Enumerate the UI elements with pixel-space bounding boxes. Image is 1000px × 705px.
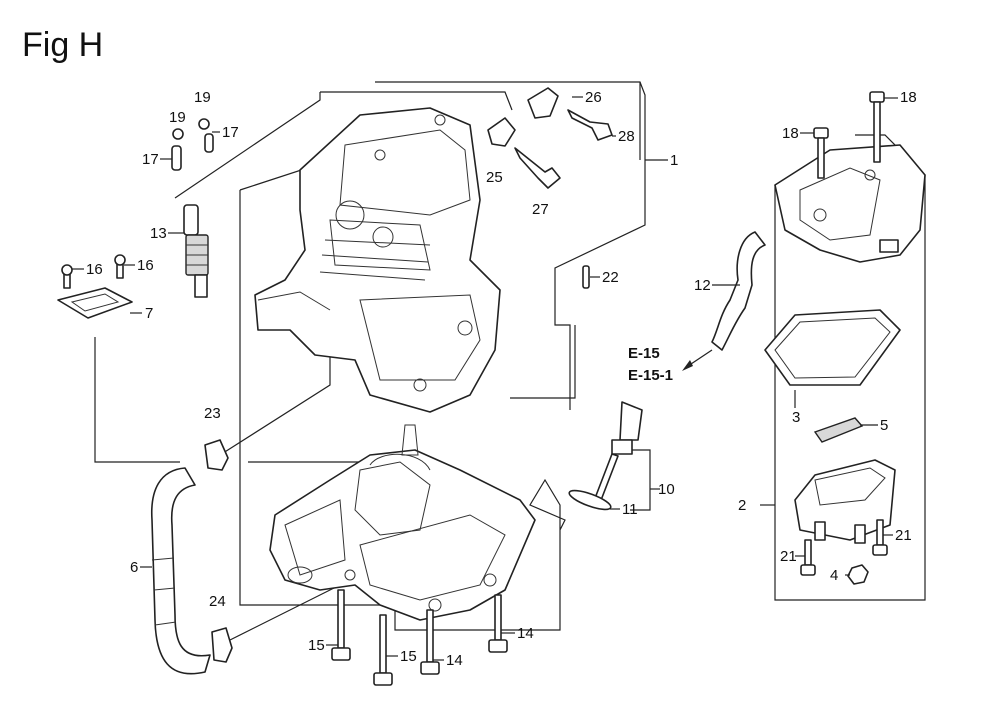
callout-18a: 18 bbox=[782, 125, 799, 142]
callout-25: 25 bbox=[486, 169, 503, 186]
callout-13: 13 bbox=[150, 225, 167, 242]
crankcase-lower bbox=[269, 424, 536, 621]
clamp-part-24 bbox=[211, 627, 233, 663]
spark-plug-part-13 bbox=[183, 204, 209, 298]
callout-4: 4 bbox=[830, 567, 838, 584]
callout-15a: 15 bbox=[308, 637, 325, 654]
callout-17a: 17 bbox=[142, 151, 159, 168]
reference-e15: E-15 bbox=[628, 345, 660, 362]
callout-14b: 14 bbox=[446, 652, 463, 669]
callout-18b: 18 bbox=[900, 89, 917, 106]
callout-16a: 16 bbox=[86, 261, 103, 278]
callout-14a: 14 bbox=[517, 625, 534, 642]
callout-19b: 19 bbox=[194, 89, 211, 106]
callout-6: 6 bbox=[130, 559, 138, 576]
callout-26: 26 bbox=[585, 89, 602, 106]
element-part-5 bbox=[813, 417, 864, 443]
figure-title: Fig H bbox=[22, 26, 103, 64]
callout-17b: 17 bbox=[222, 124, 239, 141]
callout-27: 27 bbox=[532, 201, 549, 218]
callout-3: 3 bbox=[792, 409, 800, 426]
bolts-14-15 bbox=[331, 589, 508, 686]
rocker-parts-25-28 bbox=[487, 87, 613, 189]
head-cover bbox=[774, 144, 926, 263]
callout-16b: 16 bbox=[137, 257, 154, 274]
pin-part-22 bbox=[582, 265, 590, 289]
callout-labels: 1 2 3 4 5 6 7 10 11 12 13 14 14 15 15 16… bbox=[86, 89, 917, 669]
callout-23: 23 bbox=[204, 405, 221, 422]
hose-part-6 bbox=[150, 467, 211, 675]
case-part-2 bbox=[794, 459, 896, 544]
bolts-part-18 bbox=[813, 91, 885, 179]
gasket-part-3 bbox=[764, 309, 901, 386]
callout-22: 22 bbox=[602, 269, 619, 286]
hose-part-12 bbox=[711, 231, 766, 351]
callout-15b: 15 bbox=[400, 648, 417, 665]
callout-19a: 19 bbox=[169, 109, 186, 126]
callout-5: 5 bbox=[880, 417, 888, 434]
cylinder-block-part-1 bbox=[254, 107, 501, 413]
clamp-part-23 bbox=[204, 439, 229, 471]
callout-24: 24 bbox=[209, 593, 226, 610]
callout-ticks bbox=[72, 96, 898, 661]
callout-1: 1 bbox=[670, 152, 678, 169]
callout-11: 11 bbox=[622, 501, 638, 518]
callout-21b: 21 bbox=[895, 527, 912, 544]
callout-7: 7 bbox=[145, 305, 153, 322]
oil-dipstick-part-10 bbox=[591, 401, 643, 509]
callout-21a: 21 bbox=[780, 548, 797, 565]
callout-10: 10 bbox=[658, 481, 675, 498]
callout-12: 12 bbox=[694, 277, 711, 294]
o-ring-part-11 bbox=[568, 489, 612, 511]
callout-2: 2 bbox=[738, 497, 746, 514]
bolts-part-21-nut-4 bbox=[800, 519, 888, 585]
callout-28: 28 bbox=[618, 128, 635, 145]
clips-bolts-17-19 bbox=[171, 118, 214, 171]
plate-part-7 bbox=[57, 254, 133, 319]
reference-e15-1: E-15-1 bbox=[628, 367, 673, 384]
